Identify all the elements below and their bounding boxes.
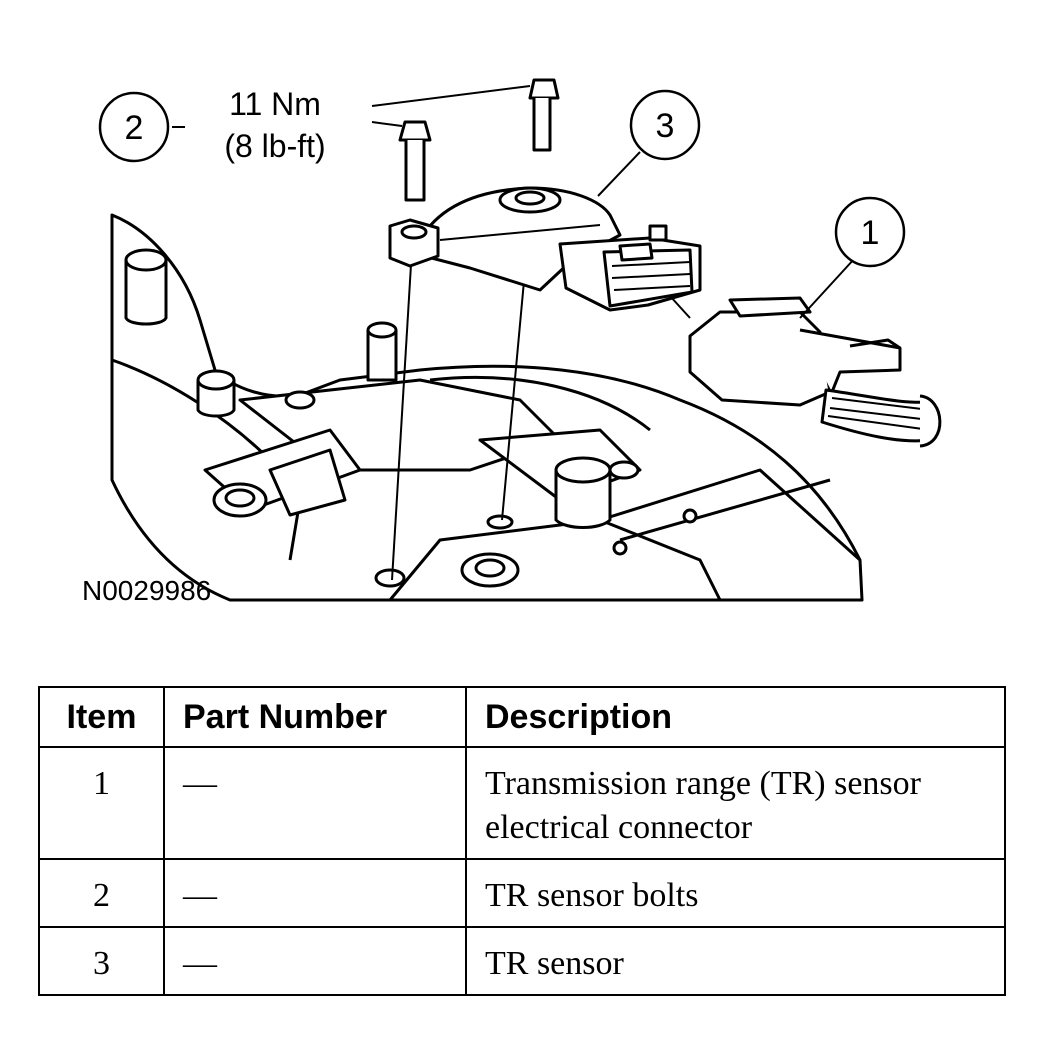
cell-description: TR sensor xyxy=(465,926,1006,996)
harness-connector xyxy=(688,296,942,448)
torque-spec-metric: 11 Nm xyxy=(229,86,321,122)
header-part-number: Part Number xyxy=(163,686,467,748)
cell-description: Transmission range (TR) sensor electrica… xyxy=(465,746,1006,860)
sensor-bolts xyxy=(398,78,560,202)
table-header-row: Item Part Number Description xyxy=(38,686,1006,748)
figure-id: N0029986 xyxy=(82,575,211,606)
callout-1: 1 xyxy=(834,196,906,268)
svg-text:1: 1 xyxy=(861,214,880,252)
torque-spec-imperial: (8 lb-ft) xyxy=(224,128,325,164)
callout-2: 2 xyxy=(98,91,170,163)
cell-item: 3 xyxy=(38,926,165,996)
cell-item: 1 xyxy=(38,746,165,860)
transmission-case xyxy=(110,213,864,602)
diagram-drawing: 2 3 1 11 Nm (8 lb-ft) N0029986 xyxy=(82,78,942,606)
leader-lines xyxy=(172,85,856,319)
table-row: 3 — TR sensor xyxy=(38,926,1006,996)
tr-sensor xyxy=(388,186,702,312)
cell-part-number: — xyxy=(163,926,467,996)
header-item: Item xyxy=(38,686,165,748)
table-row: 1 — Transmission range (TR) sensor elect… xyxy=(38,746,1006,860)
exploded-view-diagram: 2 3 1 11 Nm (8 lb-ft) N0029986 xyxy=(82,78,942,606)
callout-3: 3 xyxy=(629,89,701,161)
table-row: 2 — TR sensor bolts xyxy=(38,858,1006,928)
svg-text:3: 3 xyxy=(656,107,675,145)
cell-item: 2 xyxy=(38,858,165,928)
cell-part-number: — xyxy=(163,746,467,860)
svg-text:2: 2 xyxy=(125,109,144,147)
cell-part-number: — xyxy=(163,858,467,928)
header-description: Description xyxy=(465,686,1006,748)
parts-table: Item Part Number Description 1 — Transmi… xyxy=(38,686,1006,996)
cell-description: TR sensor bolts xyxy=(465,858,1006,928)
